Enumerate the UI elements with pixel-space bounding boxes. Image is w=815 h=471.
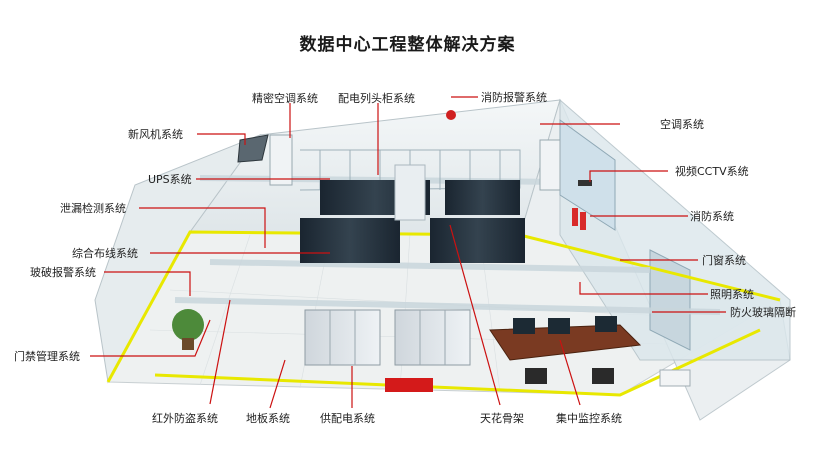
label-power-dist: 供配电系统 [320,412,375,425]
power-cabinets [304,309,471,366]
leader-lighting [579,282,708,295]
label-cctv: 视频CCTV系统 [675,165,749,178]
label-monitoring: 集中监控系统 [556,412,622,425]
wall-ac-unit [659,369,691,387]
monitor [513,318,535,334]
chair-2 [592,368,614,384]
leader-infrared [209,299,231,405]
label-fire-alarm: 消防报警系统 [481,91,547,104]
leader-leak [139,207,266,248]
label-precision-ac: 精密空调系统 [252,92,318,105]
plant [172,309,204,341]
label-fire-glass: 防火玻璃隔断 [730,306,796,319]
label-floor: 地板系统 [246,412,290,425]
label-ac-system: 空调系统 [660,118,704,131]
label-glass-break: 玻破报警系统 [30,266,96,279]
leader-floor [269,359,286,409]
label-door-window: 门窗系统 [702,254,746,267]
label-ceiling: 天花骨架 [480,412,524,425]
baseboard-front [154,328,761,397]
label-fresh-air: 新风机系统 [128,128,183,141]
leader-cctv [589,170,668,182]
leader-monitoring [559,339,581,406]
label-fire-protect: 消防系统 [690,210,734,223]
label-leak-detect: 泄漏检测系统 [60,202,126,215]
leader-lines [90,96,726,409]
server-racks [300,164,525,263]
page-title: 数据中心工程整体解决方案 [299,35,516,55]
precision-ac-unit [269,134,293,186]
label-lighting: 照明系统 [710,288,754,301]
fire-extinguisher-2 [580,212,586,230]
chair [525,368,547,384]
precision-ac-unit-right [539,139,561,191]
label-access-control: 门禁管理系统 [14,350,80,363]
label-cabling: 综合布线系统 [72,247,138,260]
plant-pot [182,338,194,350]
leader-ceiling [449,224,501,406]
right-glass-partition [559,98,791,361]
red-floor-mat [385,378,433,392]
monitor-2 [548,318,570,334]
fire-extinguisher [572,208,578,226]
label-ups: UPS系统 [148,173,192,186]
fire-alarm-device [446,110,456,120]
leader-fresh-air [197,133,246,145]
label-pdu-cabinet: 配电列头柜系统 [338,92,415,105]
leader-glass-break [104,271,191,296]
leader-access [90,319,211,357]
label-infrared: 红外防盗系统 [152,412,218,425]
cctv-camera [578,180,592,186]
monitor-3 [595,316,617,332]
